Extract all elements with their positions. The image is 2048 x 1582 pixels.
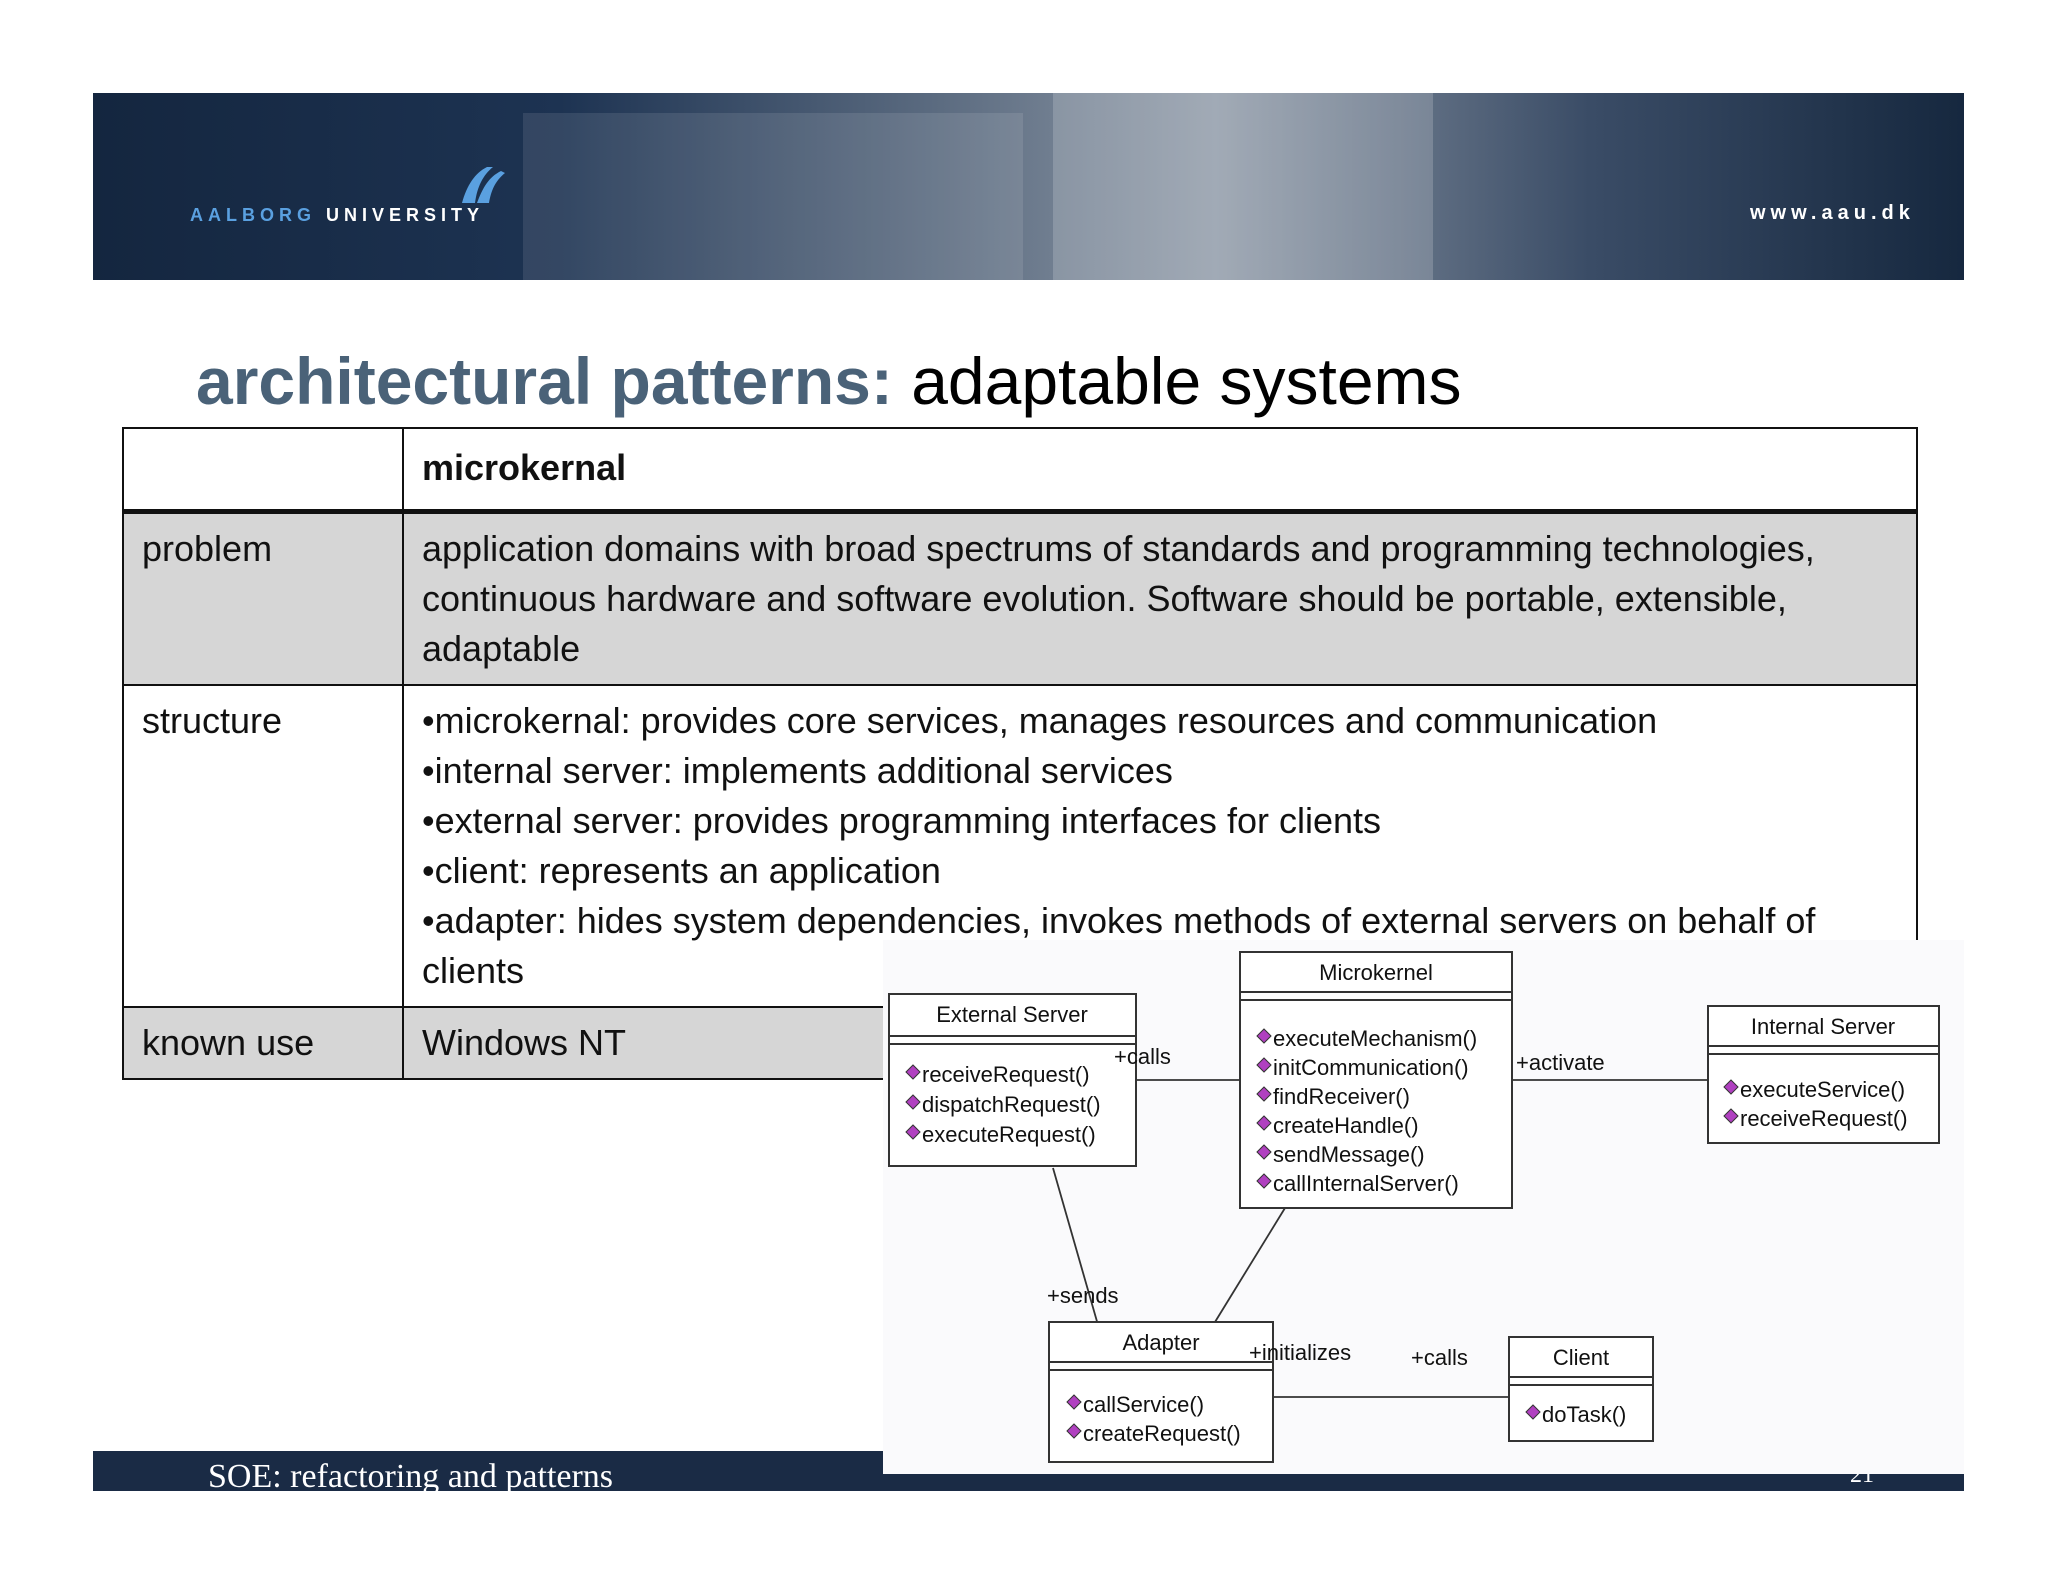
- content-line: application domains with broad spectrums…: [422, 528, 1815, 569]
- content-line: adaptable: [422, 628, 581, 669]
- assoc-label-calls-bottom: +calls: [1411, 1345, 1468, 1370]
- class-name: Client: [1553, 1345, 1609, 1370]
- assoc-line-external-adapter: [1052, 1167, 1099, 1326]
- class-client: Client doTask(): [1508, 1336, 1654, 1442]
- content-line: •adapter: hides system dependencies, inv…: [422, 900, 1816, 941]
- table-row-structure: structure •microkernal: provides core se…: [122, 684, 1918, 1008]
- row-label: structure: [122, 684, 404, 1008]
- class-name: Adapter: [1122, 1330, 1199, 1355]
- table-column-header: microkernal: [402, 427, 1918, 514]
- class-name: External Server: [936, 1002, 1088, 1027]
- assoc-label-initializes: +initializes: [1249, 1340, 1351, 1365]
- method-label: doTask(): [1542, 1402, 1626, 1427]
- method-label: executeMechanism(): [1273, 1026, 1477, 1051]
- method-label: executeService(): [1740, 1077, 1905, 1102]
- table-header-row: microkernal: [122, 427, 1918, 514]
- content-line: continuous hardware and software evoluti…: [422, 578, 1787, 619]
- method-icon: [1256, 1144, 1272, 1160]
- content-line: •client: represents an application: [422, 850, 941, 891]
- method-icon: [1066, 1423, 1082, 1439]
- content-line: clients: [422, 950, 525, 991]
- university-name: AALBORG UNIVERSITY: [190, 205, 484, 226]
- method-icon: [1256, 1057, 1272, 1073]
- method-label: receiveRequest(): [922, 1062, 1090, 1087]
- content-line: •microkernal: provides core services, ma…: [422, 700, 1658, 741]
- method-icon: [1256, 1173, 1272, 1189]
- slide-title-bold: architectural patterns:: [196, 344, 893, 418]
- method-label: callService(): [1083, 1392, 1204, 1417]
- method-label: dispatchRequest(): [922, 1092, 1101, 1117]
- method-label: callInternalServer(): [1273, 1171, 1459, 1196]
- header-banner: [93, 93, 1964, 280]
- method-label: receiveRequest(): [1740, 1106, 1908, 1131]
- row-label: problem: [122, 510, 404, 686]
- method-icon: [1256, 1028, 1272, 1044]
- assoc-label-calls-top: +calls: [1114, 1044, 1171, 1069]
- slide-title: architectural patterns: adaptable system…: [196, 343, 1462, 419]
- building-facade: [523, 113, 1023, 280]
- table-row-problem: problem application domains with broad s…: [122, 510, 1918, 686]
- method-icon: [905, 1124, 921, 1140]
- assoc-label-activate: +activate: [1516, 1050, 1605, 1075]
- class-name: Internal Server: [1751, 1014, 1895, 1039]
- method-icon: [1525, 1404, 1541, 1420]
- content-line: Windows NT: [422, 1022, 627, 1063]
- method-label: createRequest(): [1083, 1421, 1241, 1446]
- row-content: application domains with broad spectrums…: [402, 510, 1918, 686]
- content-line: •internal server: implements additional …: [422, 750, 1173, 791]
- content-line: •external server: provides programming i…: [422, 800, 1381, 841]
- class-adapter: Adapter callService() createRequest(): [1048, 1321, 1274, 1463]
- table-corner-cell: [122, 427, 404, 514]
- method-label: createHandle(): [1273, 1113, 1419, 1138]
- method-icon: [1256, 1086, 1272, 1102]
- row-label: known use: [122, 1006, 404, 1080]
- class-microkernel: Microkernel executeMechanism() initCommu…: [1239, 951, 1513, 1209]
- method-icon: [1723, 1079, 1739, 1095]
- method-label: findReceiver(): [1273, 1084, 1410, 1109]
- method-label: executeRequest(): [922, 1122, 1096, 1147]
- building-roof: [1053, 93, 1433, 280]
- method-icon: [905, 1064, 921, 1080]
- assoc-line-micro-adapter: [1214, 1207, 1286, 1323]
- website-url: www.aau.dk: [1750, 202, 1915, 224]
- university-name-part2: UNIVERSITY: [326, 205, 485, 225]
- university-name-part1: AALBORG: [190, 205, 316, 225]
- slide-title-regular: adaptable systems: [911, 344, 1462, 418]
- uml-class-diagram: External Server receiveRequest() dispatc…: [883, 940, 1964, 1474]
- assoc-label-sends: +sends: [1047, 1283, 1119, 1308]
- row-content: •microkernal: provides core services, ma…: [402, 684, 1918, 1008]
- aau-logo-icon: [462, 167, 505, 203]
- footer-text: SOE: refactoring and patterns: [208, 1458, 614, 1495]
- method-icon: [1723, 1108, 1739, 1124]
- method-label: sendMessage(): [1273, 1142, 1425, 1167]
- method-icon: [1066, 1394, 1082, 1410]
- column-header-label: microkernal: [422, 447, 627, 488]
- method-icon: [1256, 1115, 1272, 1131]
- class-internal-server: Internal Server executeService() receive…: [1707, 1005, 1940, 1144]
- class-external-server: External Server receiveRequest() dispatc…: [888, 993, 1137, 1167]
- class-name: Microkernel: [1319, 960, 1433, 985]
- method-label: initCommunication(): [1273, 1055, 1469, 1080]
- method-icon: [905, 1094, 921, 1110]
